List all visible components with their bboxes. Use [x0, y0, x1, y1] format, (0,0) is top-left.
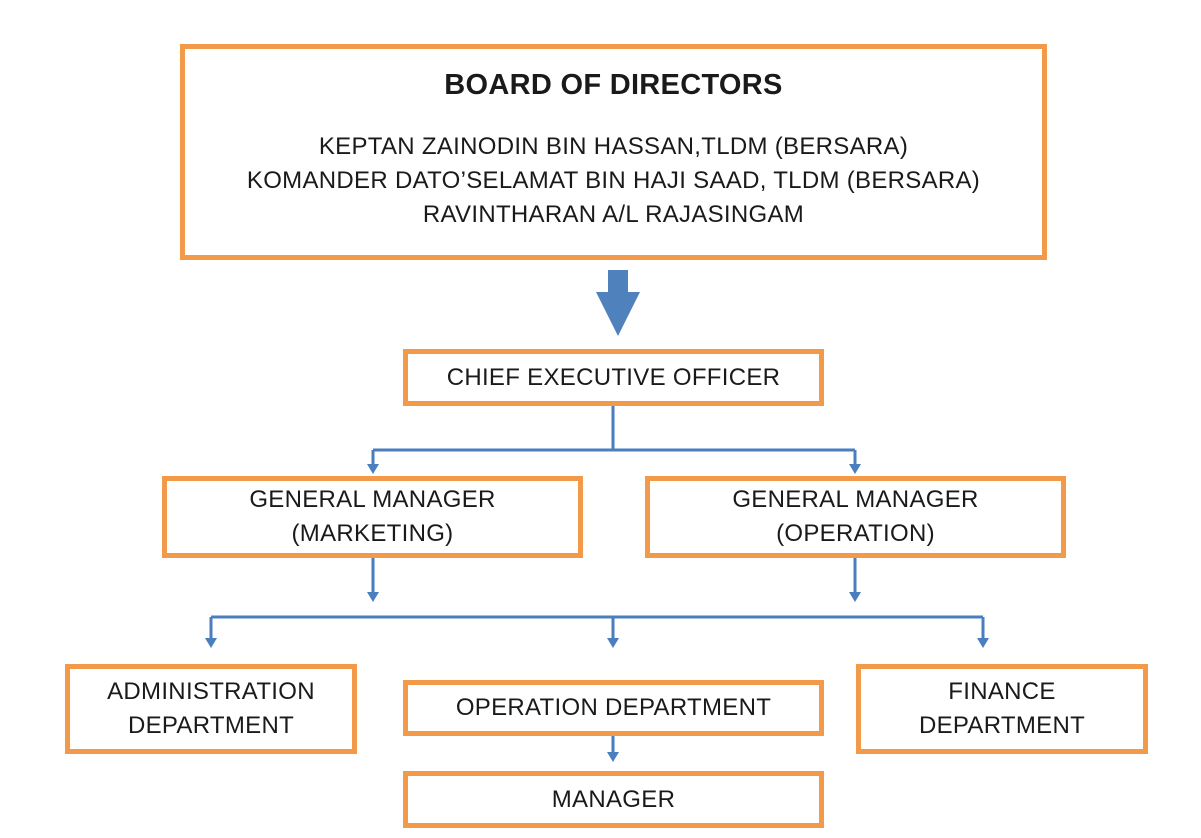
finance-label-line2: DEPARTMENT	[918, 712, 1086, 739]
board-title: BOARD OF DIRECTORS	[444, 69, 783, 101]
arrowhead-gm-operation	[849, 464, 861, 474]
administration-department-box: ADMINISTRATION DEPARTMENT	[65, 664, 357, 754]
board-member: KEPTAN ZAINODIN BIN HASSAN,TLDM (BERSARA…	[318, 133, 909, 160]
arrowhead-operation-down	[849, 592, 861, 602]
administration-label-line2: DEPARTMENT	[127, 712, 295, 739]
arrowhead-gm-marketing	[367, 464, 379, 474]
gm-marketing-title: GENERAL MANAGER	[249, 486, 496, 513]
board-member: KOMANDER DATO’SELAMAT BIN HAJI SAAD, TLD…	[246, 167, 981, 194]
ceo-label: CHIEF EXECUTIVE OFFICER	[446, 363, 781, 391]
ceo-box: CHIEF EXECUTIVE OFFICER	[403, 349, 824, 406]
arrowhead-admin-dept	[205, 638, 217, 648]
operation-department-box: OPERATION DEPARTMENT	[403, 680, 824, 736]
manager-box: MANAGER	[403, 771, 824, 828]
arrowhead-operation-dept	[607, 638, 619, 648]
gm-operation-title: GENERAL MANAGER	[732, 486, 979, 513]
connector-gms-to-departments	[209, 558, 985, 640]
gm-operation-division: (OPERATION)	[776, 520, 935, 547]
gm-marketing-box: GENERAL MANAGER (MARKETING)	[162, 476, 583, 558]
connector-ceo-to-gms	[371, 406, 857, 466]
finance-label-line1: FINANCE	[948, 678, 1056, 705]
board-member: RAVINTHARAN A/L RAJASINGAM	[422, 201, 805, 228]
main-down-arrow	[596, 270, 640, 336]
arrowhead-marketing-down	[367, 592, 379, 602]
arrowhead-manager	[607, 752, 619, 762]
board-of-directors-box: BOARD OF DIRECTORS KEPTAN ZAINODIN BIN H…	[180, 44, 1047, 260]
manager-label: MANAGER	[551, 785, 676, 813]
operation-department-label: OPERATION DEPARTMENT	[455, 694, 772, 721]
finance-department-box: FINANCE DEPARTMENT	[856, 664, 1148, 754]
arrowhead-finance-dept	[977, 638, 989, 648]
gm-marketing-division: (MARKETING)	[291, 520, 454, 547]
gm-operation-box: GENERAL MANAGER (OPERATION)	[645, 476, 1066, 558]
administration-label-line1: ADMINISTRATION	[107, 678, 315, 705]
